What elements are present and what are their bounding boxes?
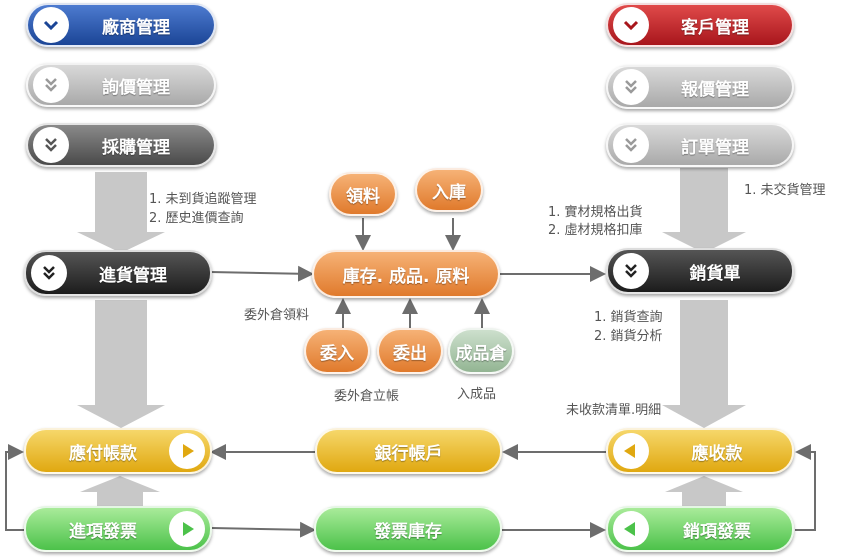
flow-arrow-order-to-sales — [662, 168, 746, 253]
node-label: 報價管理 — [681, 79, 749, 100]
node-label: 進項發票 — [69, 521, 137, 542]
chevron-down-icon — [33, 7, 69, 43]
note-purchase-tracking: 1. 未到貨追蹤管理 — [149, 192, 257, 207]
node-quote-mgmt[interactable]: 報價管理 — [606, 65, 794, 109]
node-label: 銀行帳戶 — [374, 443, 443, 464]
node-order-mgmt[interactable]: 訂單管理 — [606, 123, 794, 167]
node-warehouse-in[interactable]: 入庫 — [415, 168, 483, 212]
node-label: 銷貨單 — [689, 263, 741, 284]
node-sales-slip[interactable]: 銷貨單 — [606, 248, 794, 294]
note-outsource-account: 委外倉立帳 — [334, 389, 400, 404]
node-label: 發票庫存 — [374, 521, 442, 542]
node-outsource-in[interactable]: 委入 — [304, 328, 370, 374]
note-finished-in: 入成品 — [457, 387, 497, 402]
play-icon — [169, 511, 205, 547]
node-label: 採購管理 — [102, 137, 170, 158]
node-label: 應付帳款 — [69, 443, 137, 464]
node-label: 客戶管理 — [681, 17, 749, 38]
play-left-icon — [613, 433, 649, 469]
note-purchase-history: 2. 歷史進價查詢 — [149, 211, 244, 226]
node-customer-mgmt[interactable]: 客戶管理 — [606, 3, 794, 47]
double-chevron-down-icon — [33, 127, 69, 163]
double-chevron-down-icon — [613, 69, 649, 105]
flow-arrow-invoice-to-receivable — [665, 476, 743, 508]
node-payable[interactable]: 應付帳款 — [24, 428, 212, 474]
flow-arrow-sales-to-receivable — [662, 300, 746, 428]
double-chevron-down-icon — [33, 67, 69, 103]
play-left-icon — [613, 511, 649, 547]
node-invoice-stock[interactable]: 發票庫存 — [314, 506, 502, 552]
node-receivable[interactable]: 應收款 — [606, 428, 794, 474]
node-label: 委入 — [320, 343, 354, 364]
node-outsource-out[interactable]: 委出 — [377, 328, 443, 374]
node-label: 廠商管理 — [102, 17, 170, 38]
double-chevron-down-icon — [31, 255, 67, 291]
note-unreceived-list: 未收款清單.明細 — [566, 403, 662, 418]
node-purchase-mgmt[interactable]: 採購管理 — [26, 123, 216, 167]
node-bank-account[interactable]: 銀行帳戶 — [315, 428, 502, 474]
flow-arrow-invoice-to-payable — [80, 476, 160, 508]
node-label: 銷項發票 — [683, 521, 751, 542]
node-label: 領料 — [346, 186, 380, 207]
note-sales-query: 1. 銷貨查詢 — [594, 310, 663, 325]
chevron-down-icon — [613, 7, 649, 43]
note-undelivered: 1. 未交貨管理 — [744, 183, 826, 198]
node-label: 詢價管理 — [102, 77, 170, 98]
node-label: 訂單管理 — [681, 137, 749, 158]
node-label: 入庫 — [432, 182, 466, 203]
double-chevron-down-icon — [613, 253, 649, 289]
node-label: 進貨管理 — [99, 265, 167, 286]
play-icon — [169, 433, 205, 469]
node-output-invoice[interactable]: 銷項發票 — [606, 506, 794, 552]
note-sales-analysis: 2. 銷貨分析 — [594, 329, 663, 344]
node-vendor-mgmt[interactable]: 廠商管理 — [26, 3, 216, 47]
note-real-spec-shipping: 1. 實材規格出貨 — [548, 205, 643, 220]
node-input-invoice[interactable]: 進項發票 — [24, 506, 212, 552]
node-label: 庫存. 成品. 原料 — [342, 266, 470, 287]
node-inquiry-mgmt[interactable]: 詢價管理 — [26, 63, 216, 107]
note-outsource-pick: 委外倉領料 — [244, 308, 310, 323]
node-material-pick[interactable]: 領料 — [329, 172, 397, 216]
double-chevron-down-icon — [613, 127, 649, 163]
node-receiving-mgmt[interactable]: 進貨管理 — [24, 250, 212, 296]
node-inventory[interactable]: 庫存. 成品. 原料 — [312, 250, 500, 298]
node-label: 成品倉 — [455, 343, 507, 364]
node-label: 委出 — [393, 343, 427, 364]
note-virtual-spec-deduct: 2. 虛材規格扣庫 — [548, 223, 643, 238]
flow-arrow-receiving-to-payable — [77, 300, 165, 428]
flow-arrow-purchase-to-receiving — [77, 172, 165, 253]
node-finished-goods[interactable]: 成品倉 — [448, 328, 514, 374]
node-label: 應收款 — [691, 443, 743, 464]
